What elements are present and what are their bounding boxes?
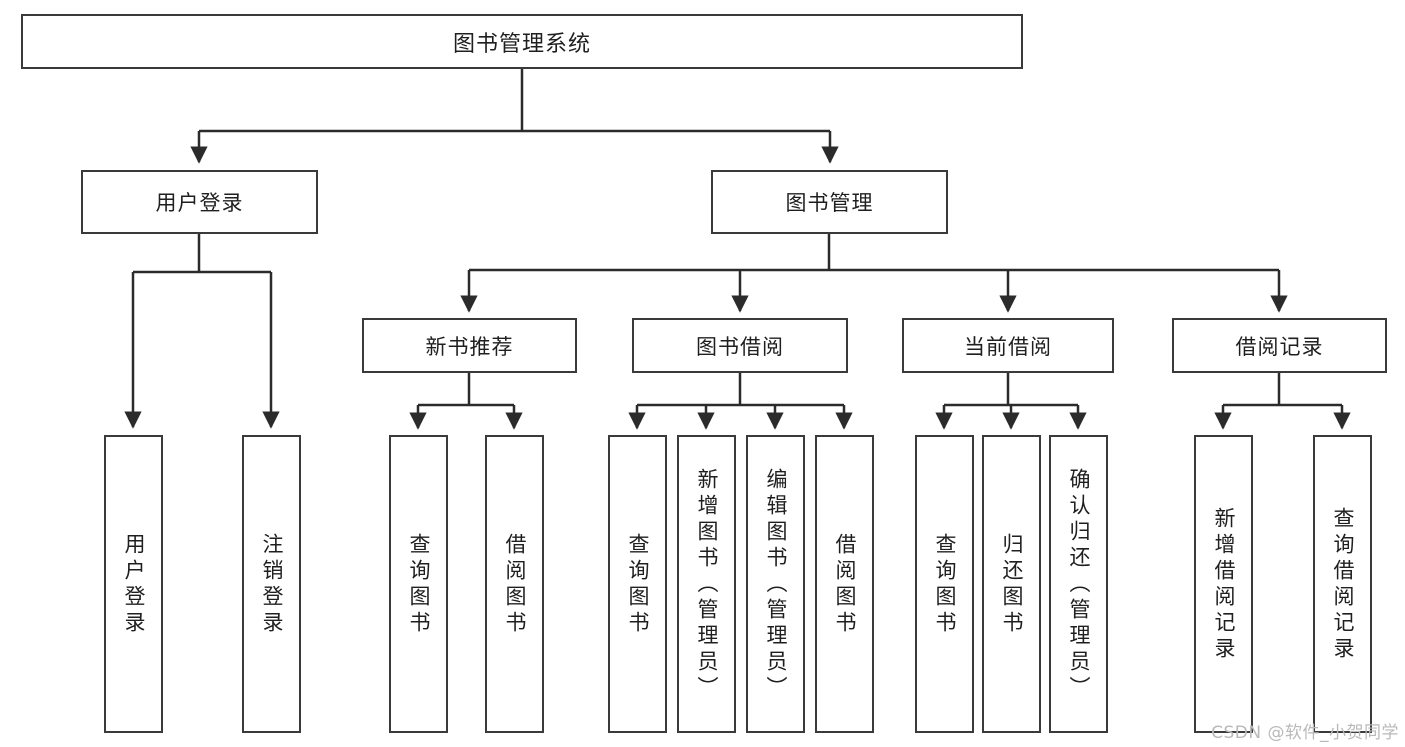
node-leaf-confirm-return-admin[interactable]: 确认归还（管理员）	[1049, 435, 1108, 733]
node-leaf-query-borrow-record[interactable]: 查询借阅记录	[1313, 435, 1372, 733]
node-leaf-query-book-current[interactable]: 查询图书	[915, 435, 974, 733]
node-leaf-query-book-borrow[interactable]: 查询图书	[608, 435, 667, 733]
node-user-login[interactable]: 用户登录	[81, 170, 318, 234]
leaf-label: 新增借阅记录	[1212, 507, 1236, 663]
node-leaf-query-book-recommend[interactable]: 查询图书	[389, 435, 448, 733]
leaf-label: 查询图书	[933, 533, 957, 637]
csdn-watermark: CSDN @软件_小贺同学	[1211, 723, 1399, 743]
leaf-label: 编辑图书（管理员）	[764, 468, 788, 702]
node-leaf-logout-login[interactable]: 注销登录	[242, 435, 301, 733]
node-leaf-borrow-book-recommend[interactable]: 借阅图书	[485, 435, 544, 733]
leaf-label: 归还图书	[1000, 533, 1024, 637]
node-leaf-return-book[interactable]: 归还图书	[982, 435, 1041, 733]
node-book-management[interactable]: 图书管理	[711, 170, 948, 234]
leaf-label: 确认归还（管理员）	[1067, 468, 1091, 702]
node-leaf-add-book-admin[interactable]: 新增图书（管理员）	[677, 435, 736, 733]
leaf-label: 借阅图书	[503, 533, 527, 637]
node-leaf-add-borrow-record[interactable]: 新增借阅记录	[1194, 435, 1253, 733]
node-borrowing-record[interactable]: 借阅记录	[1172, 318, 1387, 373]
leaf-label: 新增图书（管理员）	[695, 468, 719, 702]
leaf-label: 用户登录	[122, 533, 146, 637]
node-leaf-borrow-book[interactable]: 借阅图书	[815, 435, 874, 733]
node-book-borrowing[interactable]: 图书借阅	[632, 318, 848, 373]
leaf-label: 查询图书	[407, 533, 431, 637]
leaf-label: 查询借阅记录	[1331, 507, 1355, 663]
leaf-label: 注销登录	[260, 533, 284, 637]
node-leaf-edit-book-admin[interactable]: 编辑图书（管理员）	[746, 435, 805, 733]
leaf-label: 借阅图书	[833, 533, 857, 637]
node-leaf-user-login[interactable]: 用户登录	[104, 435, 163, 733]
node-current-borrowing[interactable]: 当前借阅	[902, 318, 1114, 373]
node-root-book-management-system[interactable]: 图书管理系统	[21, 14, 1023, 69]
node-new-book-recommendation[interactable]: 新书推荐	[362, 318, 577, 373]
leaf-label: 查询图书	[626, 533, 650, 637]
